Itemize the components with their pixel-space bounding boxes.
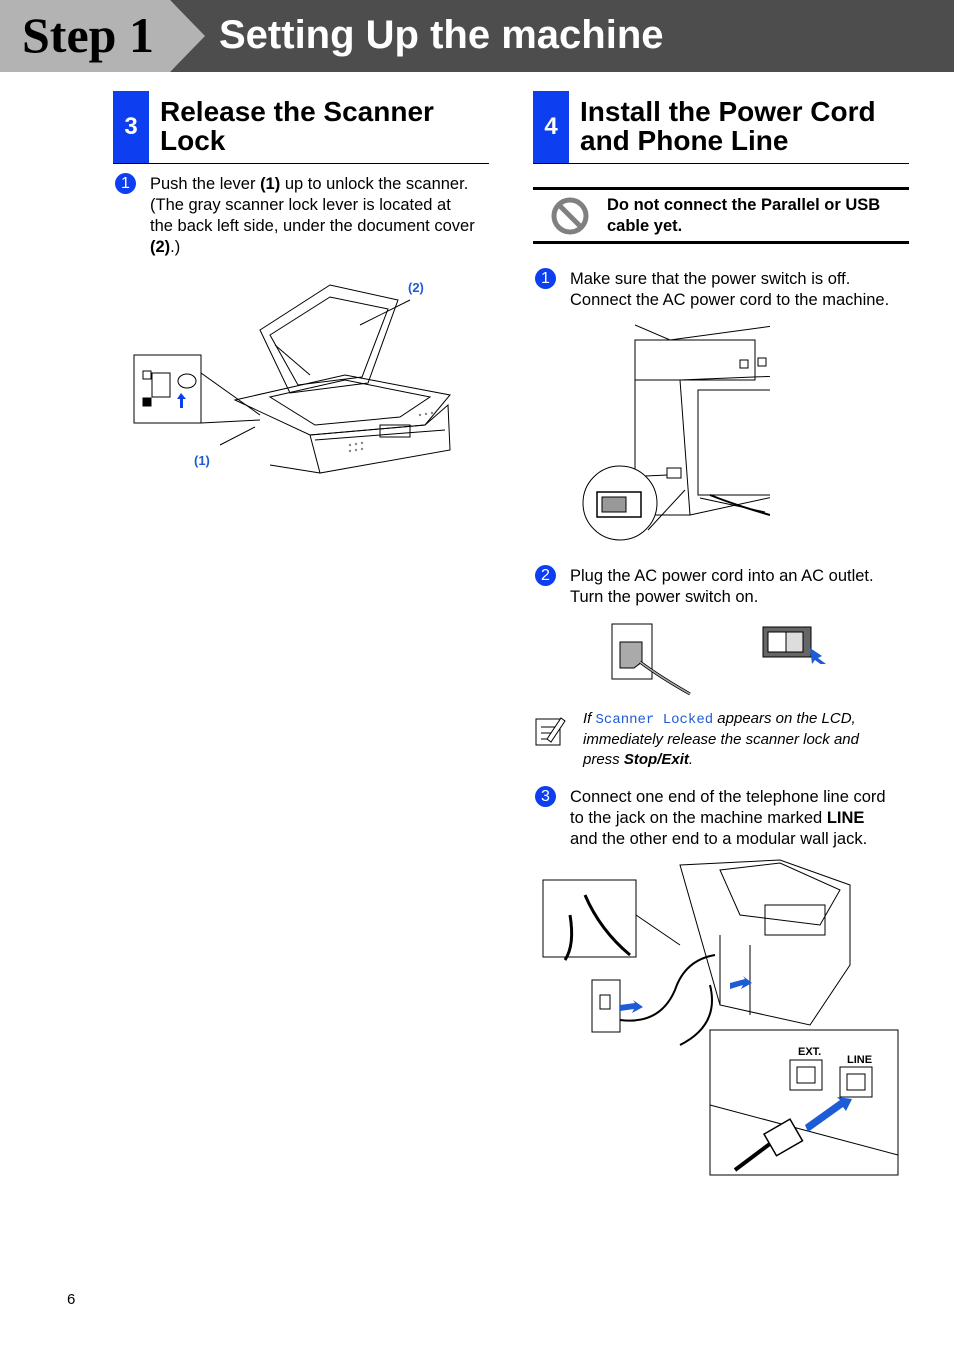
text-line: immediately release the scanner lock and [583, 731, 859, 748]
text-run: .) [170, 238, 181, 256]
step-text: Make sure that the power switch is off. … [570, 269, 889, 311]
power-switch-on-icon [762, 626, 826, 664]
callout-2: (2) [408, 280, 424, 295]
jack-label-ext: EXT. [798, 1046, 821, 1058]
scanner-lock-illustration: (2) (1) [133, 280, 451, 474]
section-title-line: Install the Power Cord [580, 96, 876, 127]
text-run: to the jack on the machine marked [570, 809, 827, 827]
step-bullet: 3 [535, 786, 556, 807]
section-rule [533, 163, 909, 164]
text-run: appears on the LCD, [713, 710, 856, 727]
text-line: Turn the power switch on. [570, 588, 759, 606]
text-bold: (2) [150, 238, 171, 256]
section-number-badge: 4 [533, 91, 569, 163]
header-chevron [170, 0, 205, 72]
warning-top-rule [533, 187, 909, 190]
warning-line: cable yet. [607, 217, 683, 235]
section-title-line: Release the Scanner [160, 96, 434, 127]
text-line: and the other end to a modular wall jack… [570, 830, 868, 848]
text-line: Connect one end of the telephone line co… [570, 788, 886, 806]
text-run: up to unlock the scanner. [280, 175, 469, 193]
step-text: Plug the AC power cord into an AC outlet… [570, 566, 874, 608]
section-title: Install the Power Cord and Phone Line [580, 97, 876, 155]
section-number-badge: 3 [113, 91, 149, 163]
header-title-band [175, 0, 954, 72]
warning-line: Do not connect the Parallel or USB [607, 196, 881, 214]
prohibited-icon [551, 197, 589, 235]
section-rule [113, 163, 489, 164]
page-number: 6 [67, 1291, 76, 1308]
text-line: Make sure that the power switch is off. [570, 270, 851, 288]
text-bold: LINE [826, 809, 865, 827]
step-bullet: 1 [535, 268, 556, 289]
note-text: If Scanner Locked appears on the LCD, im… [583, 709, 859, 770]
section-title-line: and Phone Line [580, 125, 789, 156]
step-bullet: 1 [115, 173, 136, 194]
warning-text: Do not connect the Parallel or USB cable… [607, 195, 880, 237]
text-run: If [583, 710, 596, 727]
text-line: Plug the AC power cord into an AC outlet… [570, 567, 874, 585]
lcd-message: Scanner Locked [595, 712, 714, 728]
text-line: Connect the AC power cord to the machine… [570, 291, 890, 309]
text-bold: Stop/Exit [623, 751, 689, 768]
text-run: . [688, 751, 694, 768]
step-text: Push the lever (1) up to unlock the scan… [150, 174, 495, 258]
power-cord-machine-illustration [582, 324, 770, 541]
text-line: the back left side, under the document c… [150, 217, 475, 235]
phone-line-illustration: EXT. LINE [542, 859, 899, 1176]
step-bullet: 2 [535, 565, 556, 586]
section-title: Release the Scanner Lock [160, 97, 434, 155]
step-text: Connect one end of the telephone line co… [570, 787, 886, 850]
text-line: (The gray scanner lock lever is located … [150, 196, 451, 214]
page-title: Setting Up the machine [219, 13, 664, 57]
jack-label-line: LINE [847, 1054, 872, 1066]
warning-bottom-rule [533, 241, 909, 244]
text-run: Push the lever [150, 175, 261, 193]
note-pencil-icon [535, 717, 566, 746]
text-run: press [583, 751, 624, 768]
step-label: Step 1 [22, 7, 154, 63]
callout-1: (1) [194, 453, 210, 468]
power-outlet-illustration [611, 623, 691, 696]
text-bold: (1) [260, 175, 281, 193]
section-title-line: Lock [160, 125, 226, 156]
